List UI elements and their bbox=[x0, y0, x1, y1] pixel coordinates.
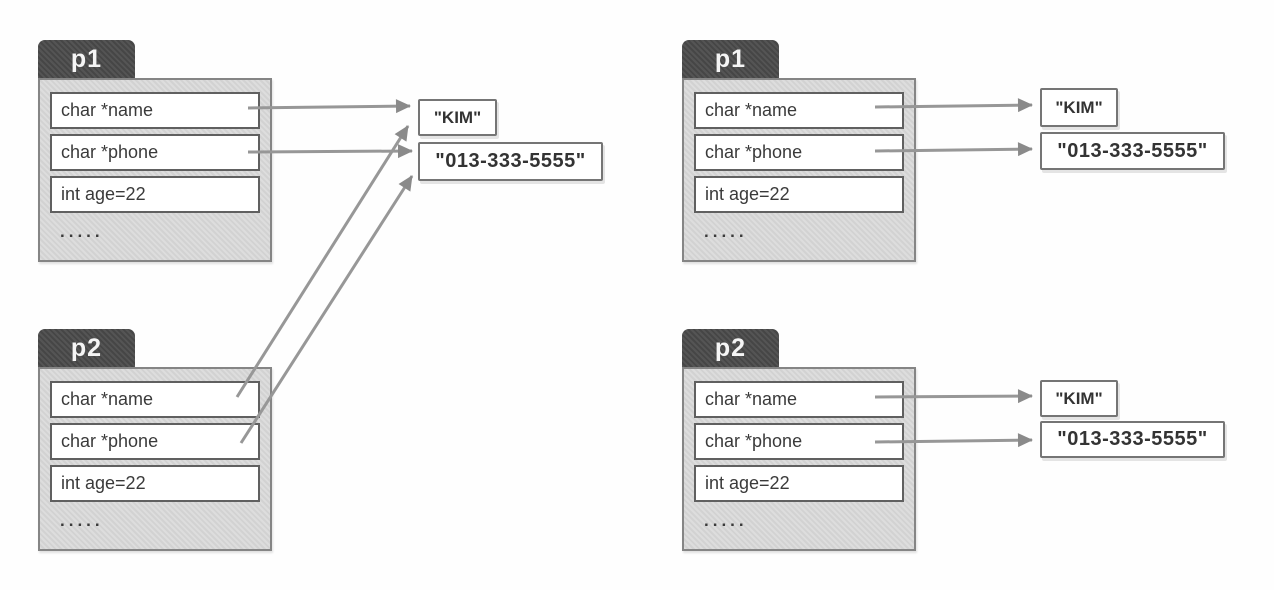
struct-p1-left-body: char *name char *phone int age=22 ..... bbox=[38, 78, 272, 262]
struct-title: p2 bbox=[70, 333, 103, 362]
value-box-kim-shared: "KIM" bbox=[418, 99, 497, 136]
struct-p1-right-body: char *name char *phone int age=22 ..... bbox=[682, 78, 916, 262]
struct-p2-left-tab: p2 bbox=[38, 329, 135, 367]
arrow-left-p1-name-to-kim bbox=[247, 99, 411, 114]
ellipsis: ..... bbox=[60, 222, 104, 241]
value-box-kim-right-p1: "KIM" bbox=[1040, 88, 1118, 127]
field-label: char *name bbox=[61, 389, 154, 409]
field-label: char *phone bbox=[61, 431, 159, 451]
value-box-kim-right-p2: "KIM" bbox=[1040, 380, 1118, 417]
struct-title: p2 bbox=[714, 333, 747, 362]
field-char-name: char *name bbox=[50, 92, 260, 129]
value-box-phone-shared: "013-333-5555" bbox=[418, 142, 603, 181]
field-label: char *phone bbox=[705, 142, 803, 162]
string-literal: "013-333-5555" bbox=[1057, 428, 1208, 450]
arrow-left-p1-phone-to-phone bbox=[247, 144, 413, 159]
ellipsis: ..... bbox=[704, 222, 748, 241]
field-int-age: int age=22 bbox=[50, 465, 260, 502]
field-char-name: char *name bbox=[694, 92, 904, 129]
struct-p2-right-tab: p2 bbox=[682, 329, 779, 367]
field-label: char *phone bbox=[61, 142, 159, 162]
string-literal: "013-333-5555" bbox=[435, 150, 586, 172]
string-literal: "KIM" bbox=[1055, 97, 1103, 117]
struct-title: p1 bbox=[714, 44, 747, 73]
field-label: int age=22 bbox=[61, 184, 146, 204]
field-char-phone: char *phone bbox=[694, 134, 904, 171]
string-literal: "013-333-5555" bbox=[1057, 139, 1208, 162]
value-box-phone-right-p2: "013-333-5555" bbox=[1040, 421, 1225, 458]
ellipsis: ..... bbox=[704, 511, 748, 530]
field-label: int age=22 bbox=[61, 473, 146, 493]
field-int-age: int age=22 bbox=[694, 465, 904, 502]
field-label: char *name bbox=[705, 100, 798, 120]
field-label: char *name bbox=[61, 100, 154, 120]
field-char-phone: char *phone bbox=[694, 423, 904, 460]
string-literal: "KIM" bbox=[433, 107, 482, 127]
field-char-phone: char *phone bbox=[50, 423, 260, 460]
field-int-age: int age=22 bbox=[50, 176, 260, 213]
field-label: int age=22 bbox=[705, 184, 790, 204]
string-literal: "KIM" bbox=[1055, 388, 1103, 408]
struct-p2-left: p2 char *name char *phone int age=22 ...… bbox=[38, 329, 272, 551]
struct-p2-right: p2 char *name char *phone int age=22 ...… bbox=[682, 329, 916, 551]
field-label: char *name bbox=[705, 389, 798, 409]
ellipsis: ..... bbox=[60, 511, 104, 530]
field-char-name: char *name bbox=[50, 381, 260, 418]
field-char-phone: char *phone bbox=[50, 134, 260, 171]
field-int-age: int age=22 bbox=[694, 176, 904, 213]
struct-title: p1 bbox=[70, 44, 103, 73]
struct-p1-right: p1 char *name char *phone int age=22 ...… bbox=[682, 40, 916, 262]
struct-p2-right-body: char *name char *phone int age=22 ..... bbox=[682, 367, 916, 551]
struct-p1-left: p1 char *name char *phone int age=22 ...… bbox=[38, 40, 272, 262]
field-label: int age=22 bbox=[705, 473, 790, 493]
field-char-name: char *name bbox=[694, 381, 904, 418]
struct-p1-left-tab: p1 bbox=[38, 40, 135, 78]
struct-p1-right-tab: p1 bbox=[682, 40, 779, 78]
struct-p2-left-body: char *name char *phone int age=22 ..... bbox=[38, 367, 272, 551]
value-box-phone-right-p1: "013-333-5555" bbox=[1040, 132, 1225, 170]
field-label: char *phone bbox=[705, 431, 803, 451]
